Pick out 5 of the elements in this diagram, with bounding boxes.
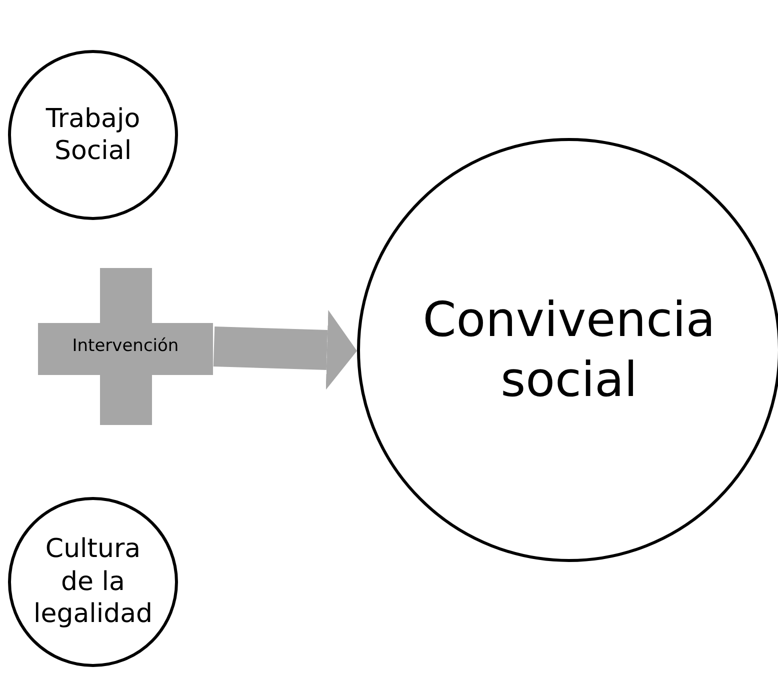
plus-sign-node bbox=[38, 268, 213, 425]
node-label: Cultura de la legalidad bbox=[32, 533, 154, 631]
node-label: Convivencia social bbox=[422, 291, 716, 410]
node-label: Trabajo Social bbox=[44, 102, 142, 168]
node-label: Intervención bbox=[72, 336, 179, 358]
